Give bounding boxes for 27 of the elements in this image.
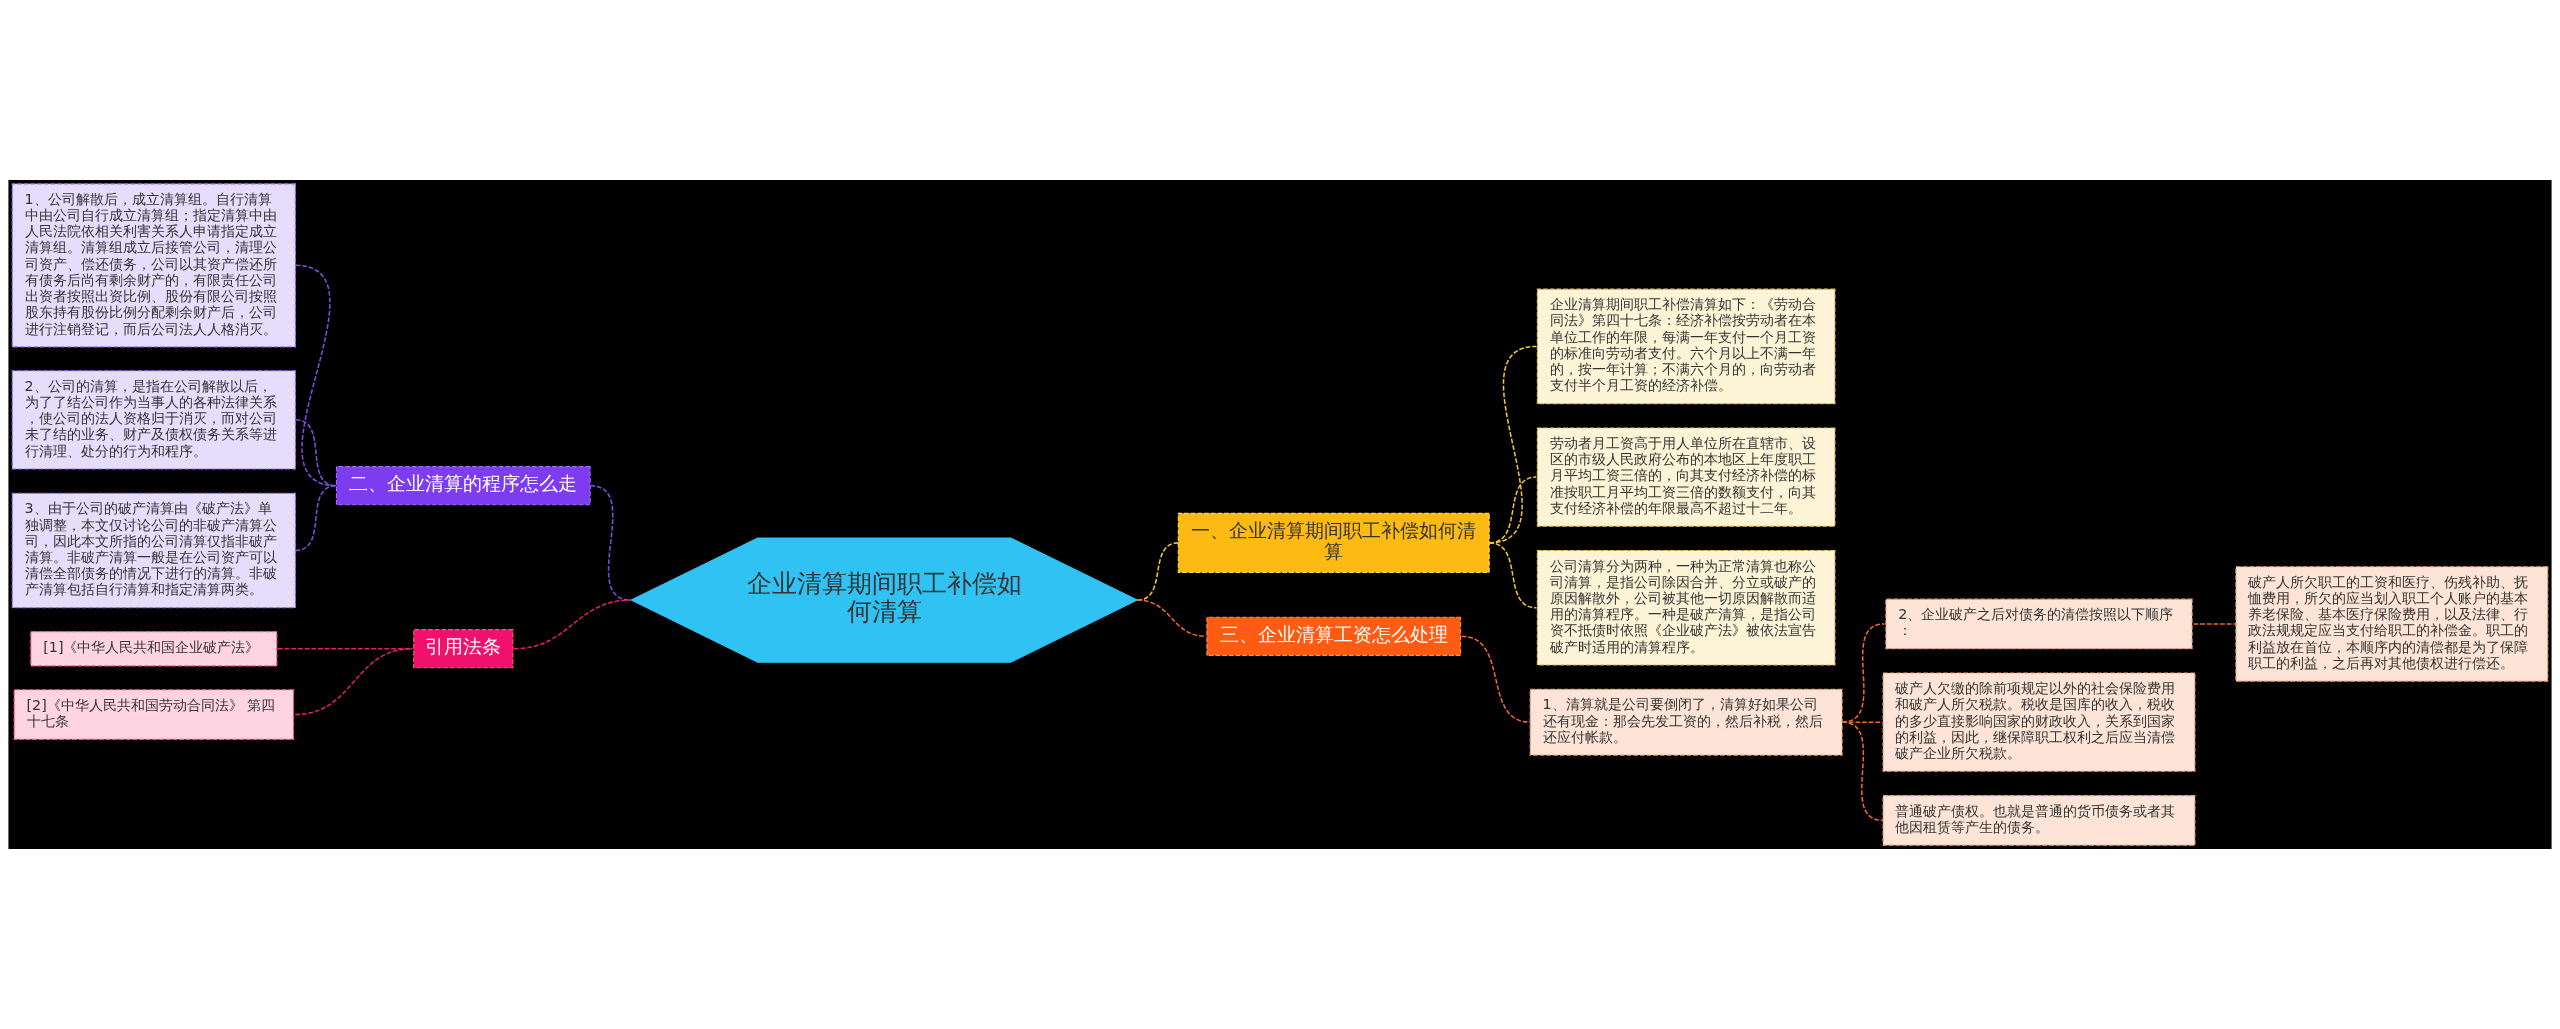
node-box: 3、由于公司的破产清算由《破产法》单独调整，本文仅讨论公司的非破产清算公司，因此本文所指的公司清算仅指非破产清算。非破产清算一般是在公司资产可以清偿全部债务的情况下进行的清算。非破产清算包括自行清算和指定清算两类。 xyxy=(11,492,297,609)
node-box: 三、企业清算工资怎么处理 xyxy=(1206,616,1462,656)
connector xyxy=(277,647,414,650)
connector xyxy=(1841,721,1884,822)
node-box: 劳动者月工资高于用人单位所在直辖市、设区的市级人民政府公布的本地区上年度职工月平均工资三倍的，向其支付经济补偿的标准按职工月平均工资三倍的数额支付，向其支付经济补偿的年限最高不超过十二年。 xyxy=(1536,427,1836,527)
node-box: 1、清算就是公司要倒闭了，清算好如果公司还有现金：那会先发工资的，然后补税，然后还应付帐款。 xyxy=(1529,688,1843,756)
connector xyxy=(513,599,632,650)
node-box: [2]《中华人民共和国劳动合同法》 第四十七条 xyxy=(13,689,295,740)
node-box: 1、公司解散后，成立清算组。自行清算中由公司自行成立清算组；指定清算中由人民法院依相关利害关系人申请指定成立清算组。清算组成立后接管公司，清理公司资产、偿还债务，公司以其资产偿还所有债务后尚有剩余财产的，有限责任公司出资者按照出资比例、股份有限公司按照股东持有股份比例分配剩余财产后，公司进行注销登记，而后公司法人人格消灭。 xyxy=(11,183,297,348)
node-box: 引用法条 xyxy=(413,629,514,669)
connector xyxy=(1460,635,1531,723)
node-box: 企业清算期间职工补偿清算如下：《劳动合同法》第四十七条：经济补偿按劳动者在本单位工作的年限，每满一年支付一个月工资的标准向劳动者支付。六个月以上不满一年的，按一年计算；不满六个月的，向劳动者支付半个月工资的经济补偿。 xyxy=(1536,288,1836,405)
node-box: 一、企业清算期间职工补偿如何清算 xyxy=(1177,512,1490,573)
node-box: 破产人所欠职工的工资和医疗、伤残补助、抚恤费用，所欠的应当划入职工个人账户的基本养老保险、基本医疗保险费用，以及法律、行政法规规定应当支付给职工的补偿金。职工的利益放在首位，本顺序内的清偿都是为了保障职工的利益，之后再对其他债权进行偿还。 xyxy=(2235,566,2549,682)
connector xyxy=(294,484,338,552)
connector xyxy=(294,647,414,716)
node-box: 2、公司的清算，是指在公司解散以后，为了了结公司作为当事人的各种法律关系，使公司的法人资格归于消灭，而对公司未了结的业务、财产及债权债务关系等进行清理、处分的行为和程序。 xyxy=(11,370,297,470)
connector xyxy=(294,264,338,487)
node-box: 二、企业清算的程序怎么走 xyxy=(335,466,591,506)
node-box: [1]《中华人民共和国企业破产法》 xyxy=(30,631,278,667)
node-box: 破产人欠缴的除前项规定以外的社会保险费用和破产人所欠税款。税收是国库的收入，税收的多少直接影响国家的财政收入，关系到国家的利益，因此，继保障职工权利之后应当清偿破产企业所欠税款。 xyxy=(1882,672,2196,772)
node-box: 普通破产债权。也就是普通的货币债务或者其他因租赁等产生的债务。 xyxy=(1882,795,2196,846)
connector xyxy=(1136,599,1207,638)
connector xyxy=(2192,623,2237,625)
connector xyxy=(1488,542,1538,609)
node-box: 公司清算分为两种，一种为正常清算也称公司清算，是指公司除因合并、分立或破产的原因解散外，公司被其他一切原因解散而适用的清算程序。一种是破产清算，是指公司资不抵债时依照《企业破产法》被依法宣告破产时适用的清算程序。 xyxy=(1536,549,1836,666)
node-box: 2、企业破产之后对债务的清偿按照以下顺序： xyxy=(1885,598,2193,650)
